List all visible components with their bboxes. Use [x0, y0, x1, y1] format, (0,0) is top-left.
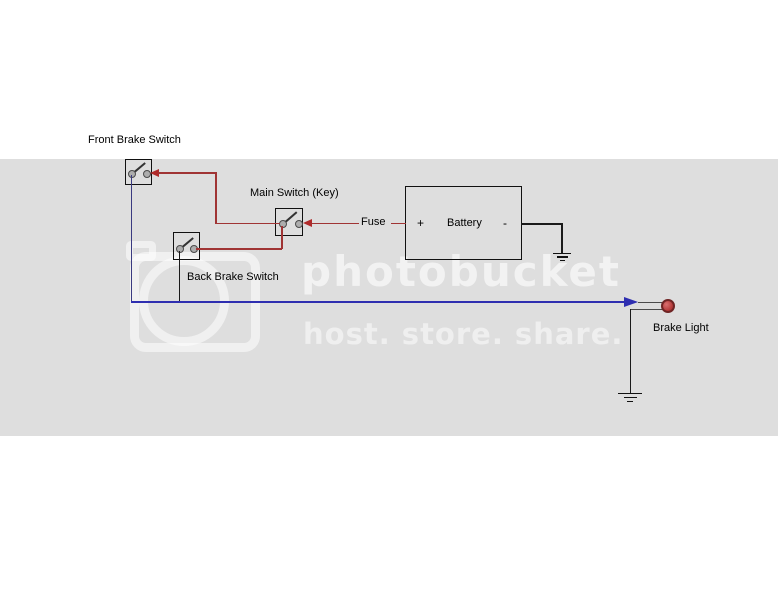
battery-negative-terminal: -: [503, 216, 507, 230]
wire-red: [196, 248, 282, 250]
wire-battery-negative: [521, 223, 562, 225]
watermark-brand: photobucket: [301, 247, 621, 296]
brake-light-lamp-icon: [661, 299, 675, 313]
arrow-right-icon: [624, 297, 638, 307]
wire-blue-brake-light: [131, 301, 624, 303]
label-front-brake-switch: Front Brake Switch: [88, 134, 181, 146]
main-switch-terminal: [294, 219, 303, 228]
main-switch-symbol: [275, 208, 303, 236]
back-brake-switch-symbol: [173, 232, 200, 260]
wire-red: [215, 172, 217, 224]
wire-front-switch-down: [130, 175, 132, 303]
ground-symbol: [627, 400, 633, 402]
lamp-lead-top: [638, 301, 663, 303]
battery-label: Battery: [447, 217, 482, 229]
wire-battery-negative: [561, 223, 563, 253]
watermark-tagline: host. store. share.: [303, 317, 624, 351]
ground-symbol: [618, 392, 642, 394]
diagram-background-band: [0, 159, 778, 436]
arrow-left-icon: [150, 169, 159, 177]
wire-red: [281, 226, 283, 249]
lamp-lead-bottom: [630, 308, 663, 310]
label-fuse: Fuse: [361, 216, 386, 228]
wire-red: [158, 172, 217, 174]
wire-red-fuse-left: [311, 222, 359, 224]
ground-symbol: [556, 256, 568, 258]
ground-symbol: [559, 259, 565, 261]
arrow-left-icon: [303, 219, 312, 227]
wire-red-fuse-right: [391, 222, 406, 224]
label-main-switch-key: Main Switch (Key): [250, 187, 339, 199]
wire-back-switch-down: [178, 251, 180, 303]
label-brake-light: Brake Light: [653, 322, 709, 334]
ground-symbol: [553, 252, 571, 254]
battery-positive-terminal: +: [417, 216, 425, 230]
wire-red: [216, 222, 280, 224]
ground-symbol: [623, 396, 637, 398]
wire-lamp-to-ground: [629, 309, 631, 393]
label-back-brake-switch: Back Brake Switch: [187, 271, 279, 283]
